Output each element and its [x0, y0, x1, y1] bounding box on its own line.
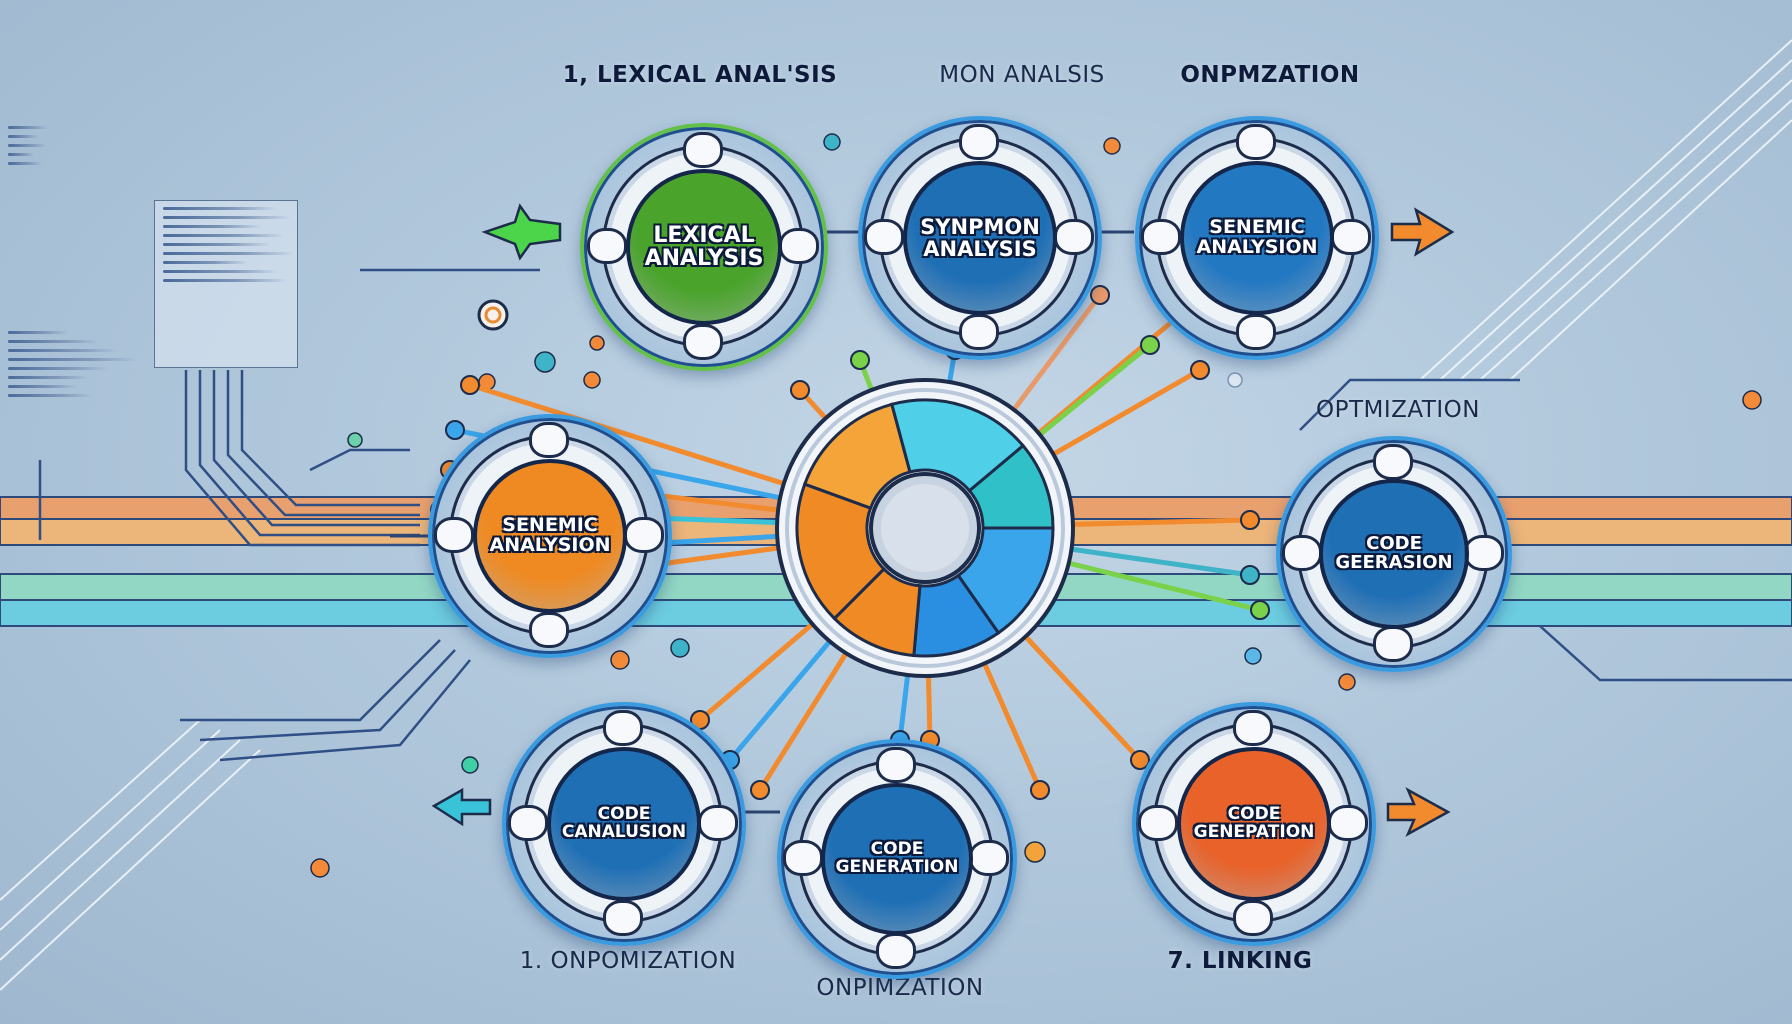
- decorative-code-lines-left-lower: [0, 325, 150, 403]
- node-knob: [529, 422, 569, 459]
- node-label-line2: GENERATION: [835, 857, 959, 877]
- arrow-right-top-icon: [1390, 207, 1455, 257]
- label-optmization-right: OPTMIZATION: [1316, 397, 1480, 423]
- hub-segment: [956, 526, 1055, 635]
- node-label-line2: GEERASION: [1335, 552, 1453, 573]
- spoke-endpoint: [1090, 285, 1110, 305]
- node-knob: [683, 324, 723, 361]
- node-knob: [603, 710, 643, 747]
- decorative-dots: [310, 133, 1762, 878]
- node-label-line2: ANALYSIS: [923, 237, 1037, 261]
- node-knob: [1141, 219, 1182, 255]
- node-label-line1: SYNPMON: [920, 214, 1040, 239]
- node-knob: [623, 517, 664, 553]
- node-knob: [1464, 535, 1505, 571]
- spoke-endpoint: [790, 380, 810, 400]
- node-knob: [683, 131, 723, 168]
- node-label-line2: ANALYSION: [1196, 236, 1318, 258]
- node-knob: [1053, 219, 1094, 255]
- label-lexical-analysis: 1, LEXICAL ANAL'SIS: [562, 62, 838, 88]
- decorative-code-panel: [154, 200, 298, 368]
- node-knob: [1330, 219, 1371, 255]
- node-knob: [1281, 535, 1322, 571]
- diagonal-lines-left: [0, 719, 261, 991]
- spoke-endpoint: [1190, 360, 1210, 380]
- node-knob: [1236, 124, 1276, 161]
- spoke-endpoint: [445, 420, 465, 440]
- spoke-endpoint: [1250, 600, 1270, 620]
- node-knob: [969, 840, 1010, 876]
- arrows: [431, 203, 1455, 837]
- label-linking: 7. LINKING: [1167, 948, 1313, 974]
- node-knob: [959, 124, 999, 161]
- spoke-endpoint: [1140, 335, 1160, 355]
- node-label-line1: LEXICAL: [653, 222, 755, 248]
- arrow-left-top-icon: [481, 203, 562, 261]
- spoke-endpoint: [460, 375, 480, 395]
- node-label-line2: GENEPATION: [1193, 822, 1315, 842]
- spoke-endpoint: [1030, 780, 1050, 800]
- node-knob: [603, 899, 643, 936]
- node-label-line2: CANALUSION: [561, 822, 687, 842]
- node-label-line1: SENEMIC: [1209, 216, 1305, 239]
- node-knob: [959, 313, 999, 350]
- node-knob: [779, 228, 820, 264]
- spoke-endpoint: [750, 780, 770, 800]
- node-knob: [864, 219, 905, 255]
- node-label-line1: CODE: [1227, 804, 1281, 825]
- arrow-left-bottom-icon: [431, 787, 492, 827]
- node-knob: [1373, 626, 1413, 663]
- node-knob: [697, 805, 738, 841]
- node-label-line1: SENEMIC: [502, 514, 598, 537]
- node-knob: [782, 840, 823, 876]
- label-onpmzation-top: ONPMZATION: [1180, 62, 1360, 88]
- label-mon-analysis: MON ANALSIS: [939, 62, 1105, 88]
- spoke-endpoint: [1240, 565, 1260, 585]
- diagonal-lines-right: [1419, 39, 1792, 381]
- arrow-right-bottom-icon: [1386, 787, 1451, 837]
- label-onpimzation-bottom: ONPIMZATION: [816, 975, 984, 1001]
- hub-donut: [775, 378, 1075, 678]
- node-knob: [1373, 443, 1413, 480]
- spoke-endpoint: [1240, 510, 1260, 530]
- spoke-endpoint: [850, 350, 870, 370]
- node-knob: [529, 611, 569, 648]
- node-knob: [876, 746, 916, 783]
- node-knob: [1233, 710, 1273, 747]
- node-knob: [586, 228, 627, 264]
- node-knob: [434, 517, 475, 553]
- node-label-line1: CODE: [870, 839, 924, 860]
- node-knob: [1236, 313, 1276, 350]
- node-knob: [508, 805, 549, 841]
- decorative-code-lines-left: [0, 120, 60, 171]
- hub-segment: [802, 402, 912, 511]
- node-knob: [1138, 805, 1179, 841]
- node-knob: [1233, 899, 1273, 936]
- hub-segment: [890, 398, 1026, 493]
- hub-segment: [795, 482, 887, 621]
- node-label-line1: CODE: [1366, 533, 1422, 555]
- hub-segment: [832, 566, 922, 658]
- node-label-line1: CODE: [597, 804, 651, 825]
- node-label-line2: ANALYSIS: [644, 246, 764, 271]
- node-label-line2: ANALYSION: [489, 534, 611, 556]
- node-knob: [1327, 805, 1368, 841]
- node-knob: [876, 933, 916, 970]
- circuit-traces-left: [38, 268, 1792, 762]
- label-onpomization-bottom-left: 1. ONPOMIZATION: [519, 948, 737, 974]
